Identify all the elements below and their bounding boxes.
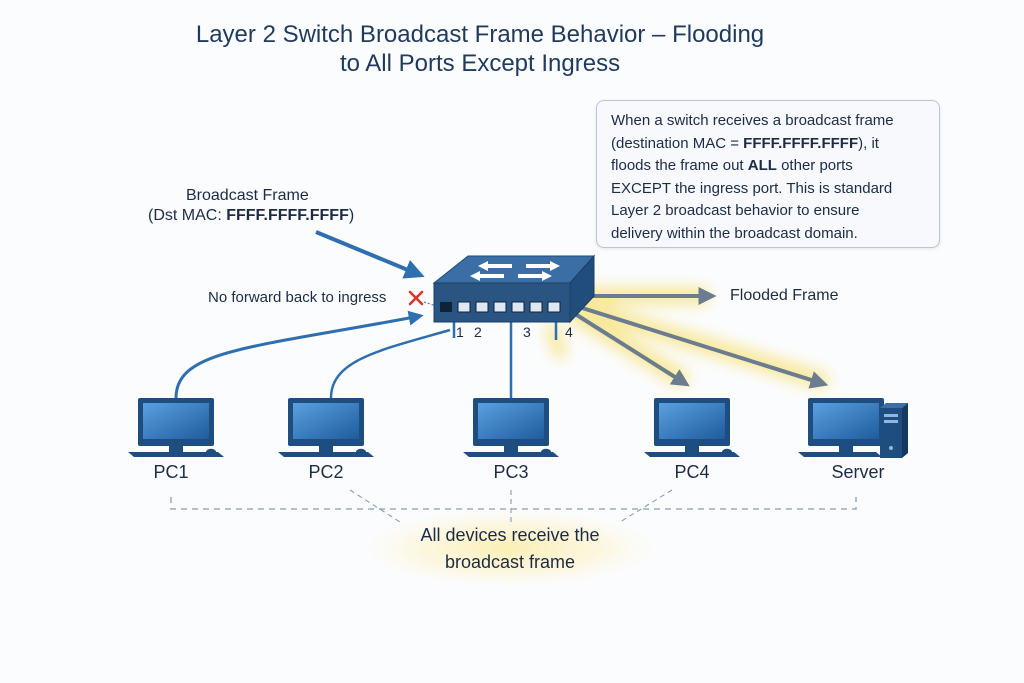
device-label-pc2: PC2 (308, 462, 344, 482)
info-line-2: (destination MAC = FFFF.FFFF.FFFF), it (611, 133, 927, 156)
pc2-link (329, 328, 451, 399)
pc2-icon (278, 398, 374, 457)
port-number-3: 3 (523, 324, 531, 340)
info-text: (destination MAC = (611, 134, 744, 152)
mac-value: FFFF.FFFF.FFFF (226, 207, 349, 224)
summary-glow (360, 508, 660, 588)
blocked-x-icon (408, 290, 424, 306)
pc4-icon (644, 398, 740, 457)
mac-suffix: ) (348, 207, 355, 224)
device-label-pc3: PC3 (493, 462, 529, 482)
device-label-pc4: PC4 (674, 462, 710, 482)
layer2-switch (432, 254, 596, 324)
info-text: other ports (776, 157, 853, 175)
title-line-1: Layer 2 Switch Broadcast Frame Behavior … (195, 21, 765, 48)
incoming-broadcast-arrow (315, 230, 425, 279)
info-line-1: When a switch receives a broadcast frame (611, 112, 894, 129)
pc1-link-to-ingress (174, 310, 424, 399)
info-box: When a switch receives a broadcast frame… (596, 100, 940, 248)
summary-connector-left (349, 489, 401, 523)
mac-prefix: (Dst MAC: (148, 207, 227, 224)
info-line-6: delivery within the broadcast domain. (611, 224, 858, 242)
summary-line-1: All devices receive the (420, 525, 600, 545)
flood-arrow-server (575, 304, 829, 389)
flood-glow (545, 287, 829, 389)
flooded-frame-label: Flooded Frame (730, 287, 839, 304)
flood-arrow-pc4 (570, 310, 690, 387)
broadcast-domain-dashed-line (170, 497, 857, 510)
no-forward-label: No forward back to ingress (208, 289, 387, 306)
broadcast-frame-mac: (Dst MAC: FFFF.FFFF.FFFF) (148, 207, 354, 225)
info-line-3: floods the frame out ALL other ports (611, 155, 927, 178)
broadcast-frame-label: Broadcast Frame (186, 187, 309, 204)
info-line-4: EXCEPT the ingress port. This is standar… (611, 179, 893, 197)
port-number-1: 1 (456, 324, 464, 340)
diagram-title: Layer 2 Switch Broadcast Frame Behavior … (130, 20, 830, 78)
summary-connector-right (619, 489, 673, 523)
pc1-icon (128, 398, 224, 457)
port-number-2: 2 (474, 324, 482, 340)
port-number-4: 4 (565, 324, 573, 340)
server-icon (798, 398, 908, 458)
switch-ports (440, 301, 561, 313)
info-all-bold: ALL (747, 157, 777, 175)
title-line-2: to All Ports Except Ingress (339, 50, 621, 77)
info-line-5: Layer 2 broadcast behavior to ensure (611, 202, 860, 220)
summary-caption: All devices receive the broadcast frame (380, 522, 640, 576)
switch-arrows-icon (470, 261, 560, 281)
device-label-server: Server (831, 462, 885, 482)
device-label-pc1: PC1 (153, 462, 189, 482)
summary-line-2: broadcast frame (444, 552, 576, 572)
info-text: ), it (858, 134, 879, 152)
info-mac-bold: FFFF.FFFF.FFFF (743, 134, 859, 152)
pc3-icon (463, 398, 559, 457)
info-text: floods the frame out (611, 157, 748, 175)
